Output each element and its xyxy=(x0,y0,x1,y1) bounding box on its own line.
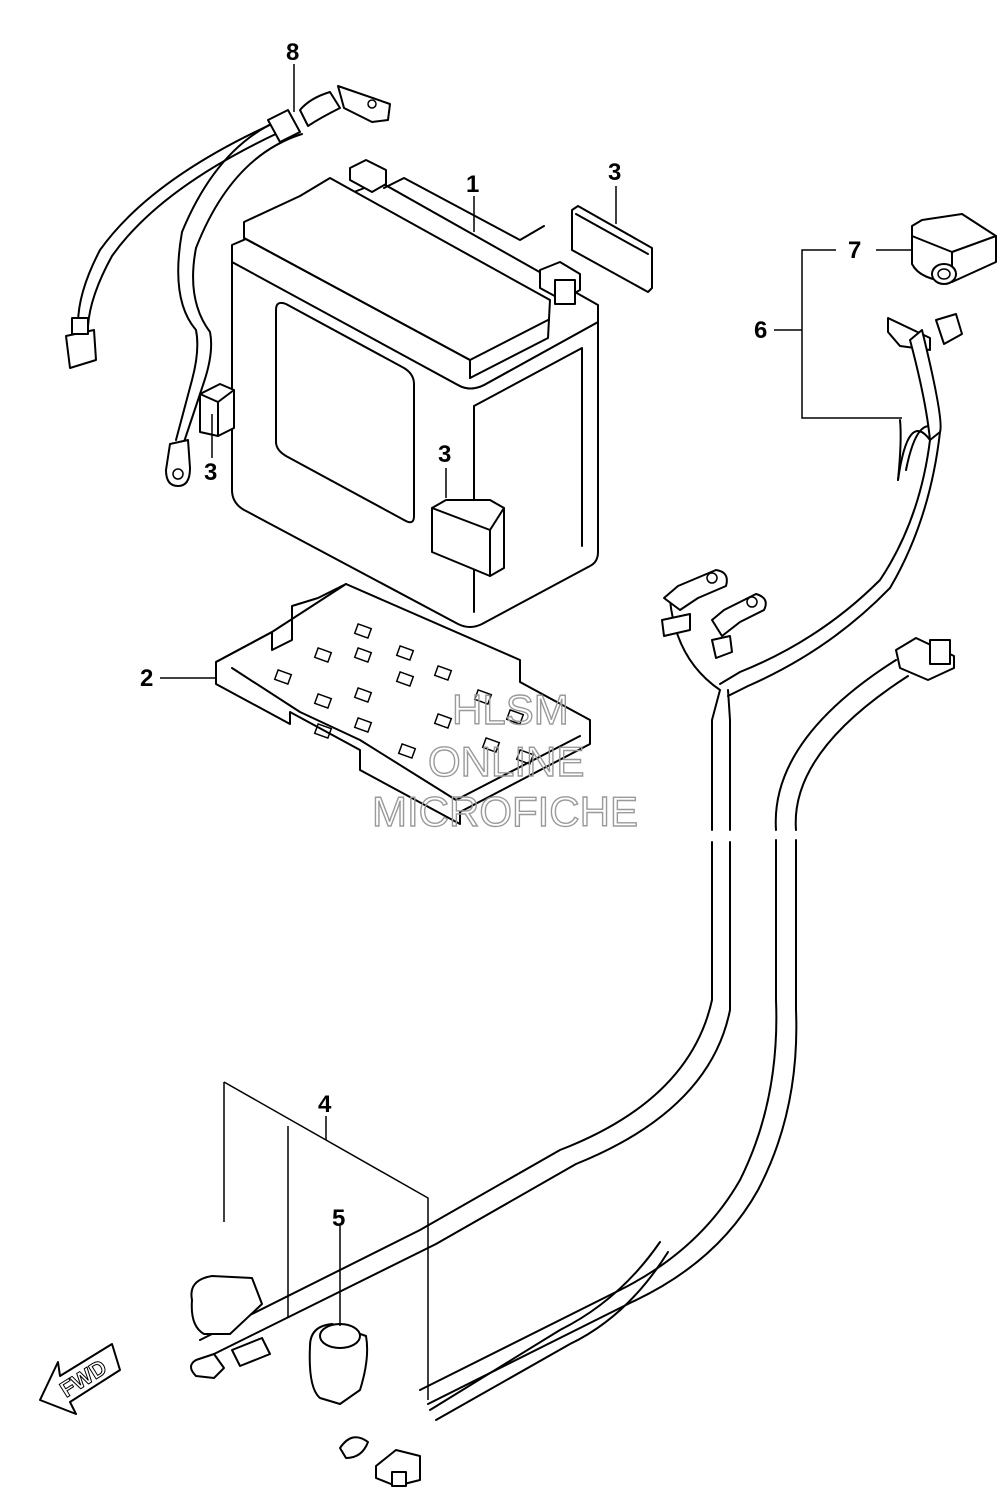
fwd-arrow-icon: FWD xyxy=(39,1343,121,1415)
watermark-line-3: MICROFICHE xyxy=(372,788,638,835)
callout-2: 2 xyxy=(140,665,153,692)
battery-lead-wire[interactable] xyxy=(65,85,391,487)
callout-5: 5 xyxy=(332,1205,345,1232)
callout-4: 4 xyxy=(318,1091,332,1118)
callout-3-left: 3 xyxy=(204,459,217,486)
battery-pad-separate[interactable] xyxy=(571,205,653,293)
leader-lines xyxy=(160,64,912,1400)
callout-3-upper: 3 xyxy=(608,159,621,186)
battery-pad-left[interactable] xyxy=(199,383,235,437)
battery[interactable] xyxy=(231,159,599,628)
callout-8: 8 xyxy=(286,39,299,66)
callout-6: 6 xyxy=(754,317,767,344)
callout-1: 1 xyxy=(466,171,479,198)
battery-tray[interactable] xyxy=(215,583,591,825)
battery-harness-6[interactable] xyxy=(719,313,963,697)
terminal-cap-7[interactable] xyxy=(911,213,997,285)
callout-labels: 1 2 3 3 3 4 5 6 7 8 xyxy=(140,39,861,1232)
callout-3-front: 3 xyxy=(438,441,451,468)
callout-7: 7 xyxy=(848,237,861,264)
battery-cable-5[interactable] xyxy=(308,637,955,1487)
watermark-line-1: HLSM xyxy=(452,686,569,733)
watermark: HLSM ONLINE MICROFICHE xyxy=(371,685,638,835)
watermark-line-2: ONLINE xyxy=(428,738,584,785)
battery-cable-4[interactable] xyxy=(190,569,767,1379)
